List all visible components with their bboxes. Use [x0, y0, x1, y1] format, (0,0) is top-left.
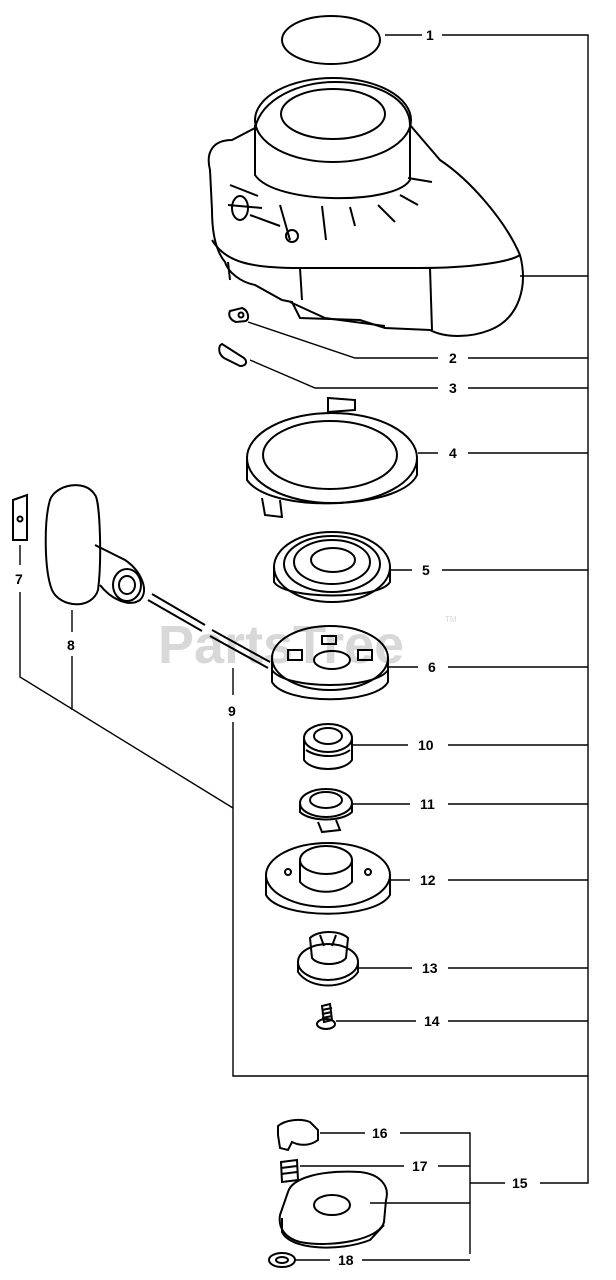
- watermark: PartsTree TM: [158, 615, 457, 675]
- part-18-washer[interactable]: [268, 1252, 296, 1268]
- part-16-pawl[interactable]: [277, 1118, 319, 1152]
- callout-14: 14: [424, 1013, 440, 1029]
- part-14-screw[interactable]: [316, 1002, 336, 1030]
- callout-18: 18: [338, 1252, 354, 1268]
- part-9-rope[interactable]: [147, 593, 271, 669]
- part-10-spring[interactable]: [303, 723, 353, 770]
- callout-11: 11: [420, 796, 435, 812]
- watermark-tm: TM: [445, 615, 457, 624]
- part-housing[interactable]: [207, 77, 524, 337]
- part-13-hub[interactable]: [297, 931, 359, 987]
- callout-10: 10: [418, 737, 434, 753]
- part-7-plate[interactable]: [12, 493, 28, 541]
- watermark-text: PartsTree: [158, 615, 404, 675]
- part-11-ratchet[interactable]: [299, 788, 353, 834]
- callout-15: 15: [512, 1175, 528, 1191]
- part-4-spring-case[interactable]: [246, 396, 418, 519]
- callout-12: 12: [420, 872, 436, 888]
- callout-labels: 1 2 3 4 5 6 7 8 9 10 11 12 13 14 15 16 1…: [15, 27, 528, 1268]
- callout-1: 1: [426, 27, 434, 43]
- leader-lines: [19, 34, 589, 1261]
- callout-3: 3: [449, 380, 457, 396]
- callout-6: 6: [428, 659, 436, 675]
- part-15-cover[interactable]: [278, 1170, 388, 1249]
- part-5-spring[interactable]: [273, 531, 391, 603]
- callout-9: 9: [228, 703, 236, 719]
- callout-8: 8: [67, 637, 75, 653]
- part-2-clip[interactable]: [228, 306, 250, 324]
- callout-16: 16: [372, 1125, 388, 1141]
- callout-13: 13: [422, 960, 438, 976]
- callout-4: 4: [449, 445, 457, 461]
- part-3-pawl[interactable]: [218, 342, 248, 368]
- part-17-spring[interactable]: [279, 1158, 300, 1184]
- part-12-pulley[interactable]: [265, 842, 391, 915]
- part-6-reel[interactable]: [271, 625, 389, 701]
- part-1-gasket[interactable]: [281, 15, 381, 65]
- callout-17: 17: [412, 1158, 428, 1174]
- callout-2: 2: [449, 350, 457, 366]
- part-8-handle[interactable]: [44, 484, 145, 606]
- callout-7: 7: [15, 571, 23, 587]
- callout-5: 5: [422, 562, 430, 578]
